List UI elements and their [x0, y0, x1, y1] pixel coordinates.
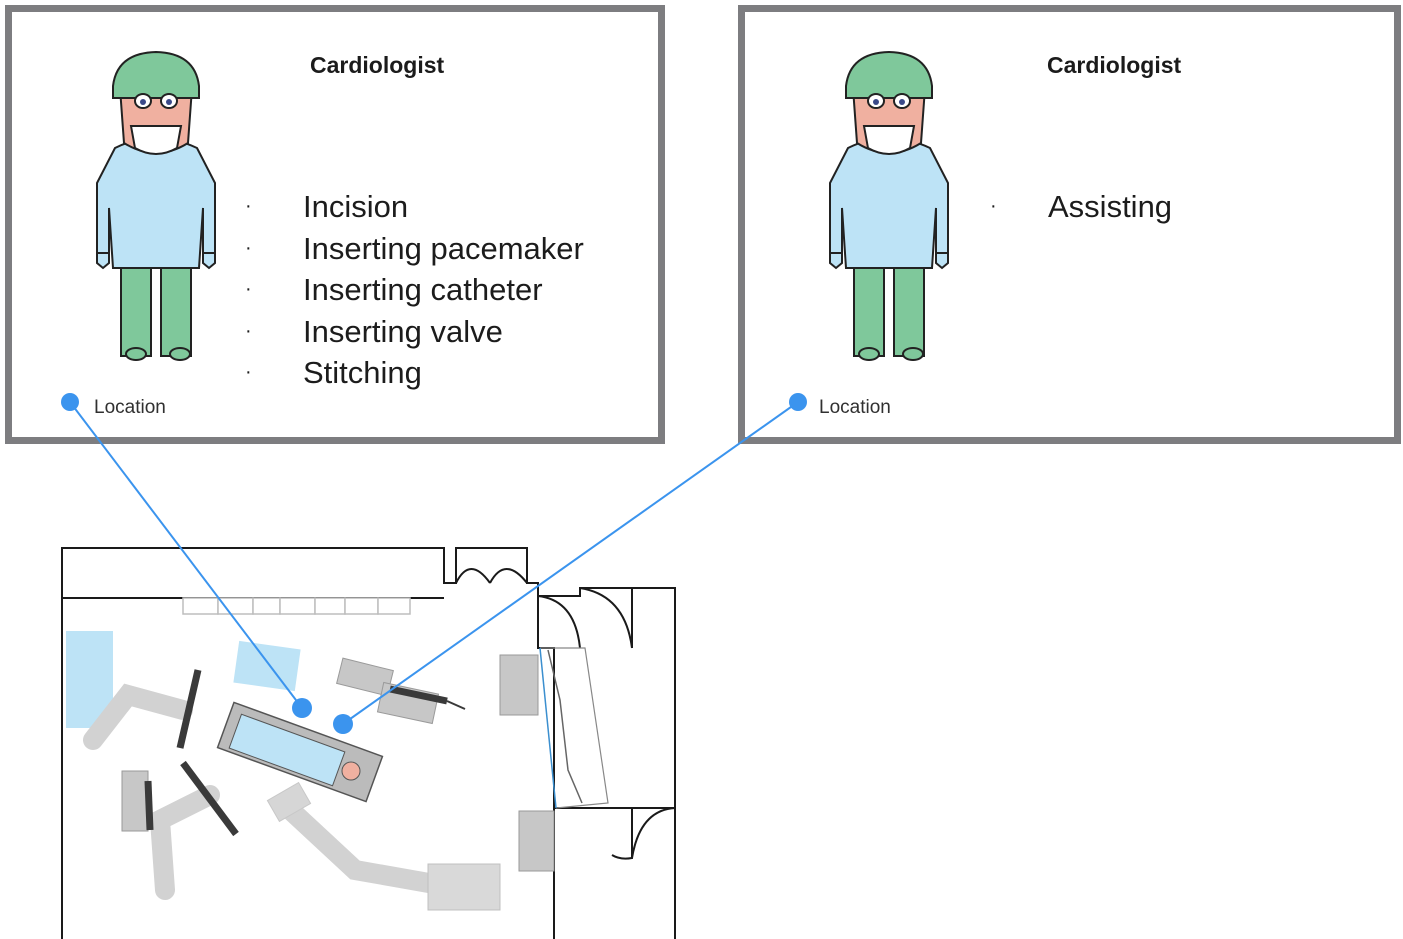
task-item: · Inserting pacemaker: [245, 228, 584, 270]
operating-table: [216, 701, 384, 803]
bullet-icon: ·: [245, 195, 252, 217]
task-item: · Incision: [245, 186, 584, 228]
equipment-arm: [83, 683, 450, 900]
task-list: · Incision · Inserting pacemaker · Insertin…: [245, 186, 584, 394]
bullet-icon: ·: [245, 361, 252, 383]
window-frame: [540, 647, 609, 809]
surgeon-figure: [829, 50, 949, 361]
location-label: Location: [819, 397, 891, 418]
task-label: Inserting catheter: [303, 272, 543, 307]
bullet-icon: ·: [245, 278, 252, 300]
sterile-zone: [233, 640, 301, 692]
task-item: · Inserting valve: [245, 311, 584, 353]
surgeon-figure: [96, 50, 216, 361]
task-label: Incision: [303, 189, 409, 224]
task-label: Inserting pacemaker: [303, 230, 584, 266]
location-marker-dot: [61, 393, 79, 411]
task-label: Inserting valve: [303, 313, 503, 349]
role-title: Cardiologist: [310, 52, 445, 78]
location-marker-dot: [789, 393, 807, 411]
equipment-block: [121, 654, 555, 911]
connector-line: [69, 401, 303, 709]
room-position-dot: [333, 714, 353, 734]
task-item: · Assisting: [990, 186, 1172, 228]
cabinet-row: [182, 597, 411, 615]
bullet-icon: ·: [245, 236, 252, 259]
task-item: · Inserting catheter: [245, 269, 584, 311]
bullet-icon: ·: [990, 195, 997, 217]
task-list: · Assisting: [990, 186, 1172, 228]
location-label: Location: [94, 397, 166, 418]
task-label: Assisting: [1048, 189, 1173, 224]
task-item: · Stitching: [245, 352, 584, 394]
role-title: Cardiologist: [1047, 52, 1182, 78]
window-glass: [539, 647, 557, 809]
connector-line: [342, 401, 799, 725]
bullet-icon: ·: [245, 319, 252, 342]
room-position-dot: [292, 698, 312, 718]
dark-bar: [144, 669, 466, 837]
task-label: Stitching: [303, 355, 422, 390]
